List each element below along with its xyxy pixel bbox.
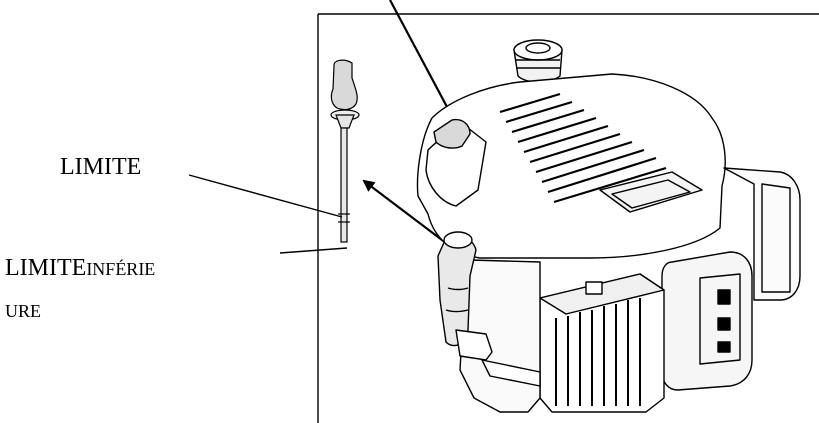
frame (317, 13, 819, 423)
dipstick-handle (330, 59, 358, 111)
filter-housing (661, 251, 753, 391)
cooling-vents (499, 92, 667, 204)
dipstick-icon (330, 59, 360, 243)
lower-limit-label: LIMITEINFÉRIE (5, 256, 155, 280)
mounting-base (455, 329, 493, 361)
dipstick-neck (335, 114, 355, 129)
lower-limit-label-part1: LIMITE (5, 255, 87, 281)
upper-limit-leader (188, 174, 343, 218)
engine-shroud (416, 73, 726, 259)
lower-limit-leader (279, 247, 348, 254)
fuel-cap (513, 39, 563, 83)
engine-illustration (416, 39, 801, 413)
leader-lines (188, 174, 348, 254)
dipstick-rod (340, 127, 348, 243)
recoil-handle (433, 118, 471, 149)
lower-limit-label-part3: URE (5, 301, 41, 321)
lower-limit-label-part2: INFÉRIE (86, 259, 156, 279)
arrow-to-dipstick-tube (362, 179, 447, 244)
upper-limit-label: LIMITE (60, 154, 142, 180)
shroud-panel (599, 171, 703, 213)
grille-bars (555, 298, 641, 406)
